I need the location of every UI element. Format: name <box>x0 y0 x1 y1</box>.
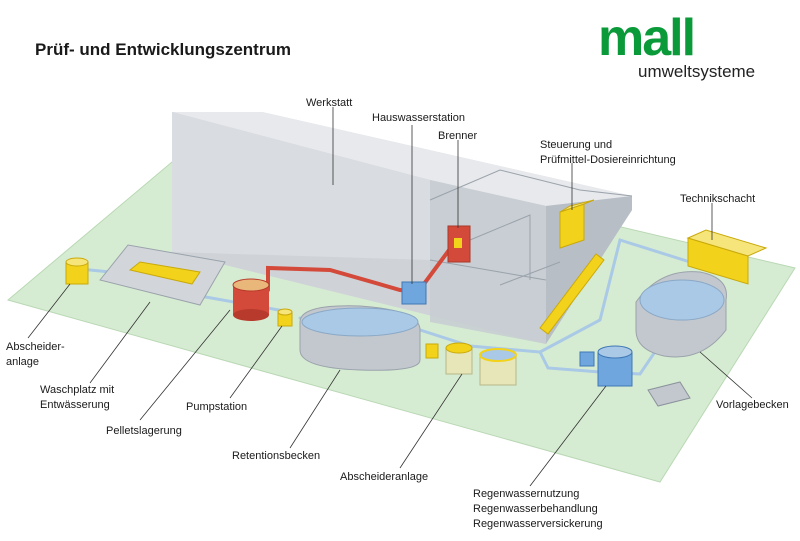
page-title: Prüf- und Entwicklungszentrum <box>35 40 291 59</box>
label-abscheider: Abscheider- anlage <box>6 340 65 370</box>
label-abscheideranlage: Abscheideranlage <box>340 471 429 483</box>
wash-bay <box>99 244 226 306</box>
pellet-storage <box>232 278 270 321</box>
pump-station <box>277 308 293 327</box>
label-waschplatz-line2: Entwässerung <box>40 399 110 411</box>
separator-tank-left <box>65 257 89 285</box>
control-cabinet <box>559 199 595 249</box>
house-water-station <box>401 281 427 305</box>
label-steuerung-line2: Prüfmittel-Dosiereinrichtung <box>540 154 676 166</box>
label-regen-line3: Regenwasserversickerung <box>473 518 603 530</box>
retention-basin <box>299 305 421 371</box>
label-werkstatt: Werkstatt <box>306 97 353 109</box>
label-hauswasserstation: Hauswasserstation <box>372 112 465 124</box>
logo-brand: mall <box>598 9 696 67</box>
separator-plant <box>425 342 517 386</box>
rainwater-tanks <box>579 345 691 407</box>
label-technikschacht: Technikschacht <box>680 193 756 205</box>
label-steuerung-line1: Steuerung und <box>540 139 613 151</box>
burner-unit <box>447 225 471 263</box>
label-abscheider-line2: anlage <box>6 356 40 368</box>
label-regen-line1: Regenwassernutzung <box>473 488 580 500</box>
label-regen-line2: Regenwasserbehandlung <box>473 503 598 515</box>
label-steuerung: Steuerung und Prüfmittel-Dosiereinrichtu… <box>540 138 676 168</box>
technical-shaft <box>686 229 768 285</box>
label-regenwasser: Regenwassernutzung Regenwasserbehandlung… <box>473 487 603 532</box>
logo-tagline: umweltsysteme <box>638 62 756 81</box>
label-waschplatz-line1: Waschplatz mit <box>40 384 115 396</box>
leader-lines <box>27 107 753 487</box>
label-vorlagebecken: Vorlagebecken <box>716 399 789 411</box>
feed-basin <box>635 271 727 358</box>
yellow-channel <box>539 253 605 335</box>
label-brenner: Brenner <box>438 130 478 142</box>
label-pumpstation: Pumpstation <box>186 401 248 413</box>
label-retentionsbecken: Retentionsbecken <box>232 450 321 462</box>
label-waschplatz: Waschplatz mit Entwässerung <box>40 383 114 413</box>
label-pelletslagerung: Pelletslagerung <box>106 425 182 437</box>
label-abscheider-line1: Abscheider- <box>6 341 65 353</box>
